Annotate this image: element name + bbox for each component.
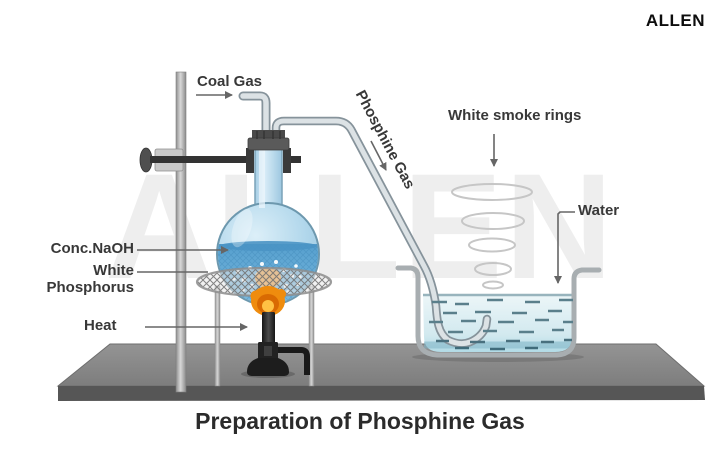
trough-wall [395,265,602,358]
tripod-leg-left [214,285,221,387]
leader-lines [137,91,575,331]
tripod-and-gauze [195,266,333,387]
clamp-jaw-right [283,148,291,173]
stand-clamp [139,147,301,173]
lab-bench [56,343,706,401]
burner-flame [250,286,286,316]
flask-stopper [247,130,290,151]
retort-stand [139,71,301,393]
water-trough [395,265,602,358]
phosphine-gas-arrow [370,140,387,171]
white-phosphorus-line1: White [93,262,134,279]
neck-highlight [259,150,265,208]
burner-tube [262,312,275,345]
stand-rod [175,71,187,393]
coal-gas-label: Coal Gas [197,73,263,90]
figure-title: Preparation of Phosphine Gas [195,408,525,434]
white-phosphorus-line2: Phosphorus [46,278,134,296]
heat-label: Heat [84,317,117,334]
bulb-highlight [231,208,253,248]
water-label: Water [578,202,620,219]
allen-logo: ALLEN [645,11,705,30]
white-phosphorus-label: White Phosphorus [20,262,134,296]
trough-water [423,295,572,352]
burner-base [247,358,289,376]
water-pointer [554,211,575,284]
gas-pipe [278,347,310,375]
smoke-rings [451,183,533,290]
water-ripples [429,298,573,351]
clamp-jaw-left [246,148,254,173]
bunsen-burner [247,312,310,376]
white-smoke-rings-label: White smoke rings [448,107,582,124]
allen-watermark: ALLEN [105,142,615,310]
conc-naoh-label: Conc.NaOH [50,240,134,257]
